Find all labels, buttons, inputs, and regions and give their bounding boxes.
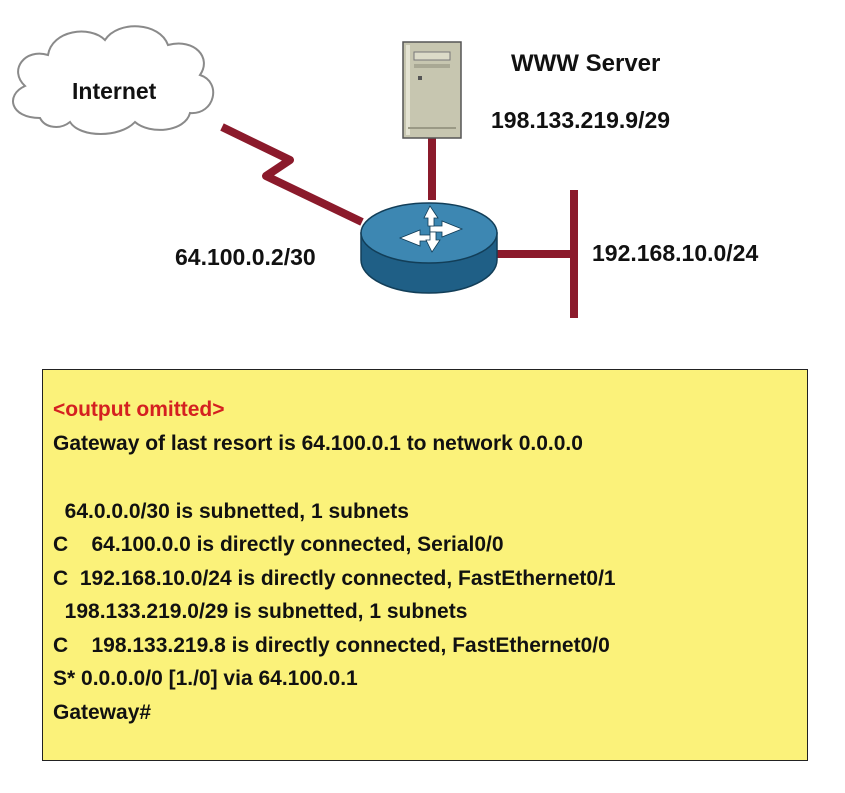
internet-cloud-icon	[12, 25, 215, 135]
lan-network-label: 192.168.10.0/24	[592, 240, 759, 266]
server-name-label: WWW Server	[511, 50, 661, 77]
serial-ip-label: 64.100.0.2/30	[175, 244, 316, 270]
output-line: C 198.133.219.8 is directly connected, F…	[53, 634, 610, 657]
output-line: 64.0.0.0/30 is subnetted, 1 subnets	[53, 500, 409, 523]
output-line: S* 0.0.0.0/0 [1./0] via 64.100.0.1	[53, 667, 358, 690]
internet-label: Internet	[72, 78, 157, 104]
output-prompt: Gateway#	[53, 701, 152, 724]
output-line: Gateway of last resort is 64.100.0.1 to …	[53, 432, 583, 455]
router-output-panel: <output omitted> Gateway of last resort …	[42, 369, 808, 761]
output-line-omitted: <output omitted>	[53, 398, 225, 421]
output-line: C 192.168.10.0/24 is directly connected,…	[53, 567, 616, 590]
network-diagram	[12, 25, 578, 318]
output-line: 198.133.219.0/29 is subnetted, 1 subnets	[53, 600, 468, 623]
output-line: C 64.100.0.0 is directly connected, Seri…	[53, 533, 504, 556]
server-ip-label: 198.133.219.9/29	[491, 107, 671, 133]
serial-link	[220, 123, 364, 226]
server-icon	[402, 41, 462, 139]
router-icon	[360, 202, 498, 294]
